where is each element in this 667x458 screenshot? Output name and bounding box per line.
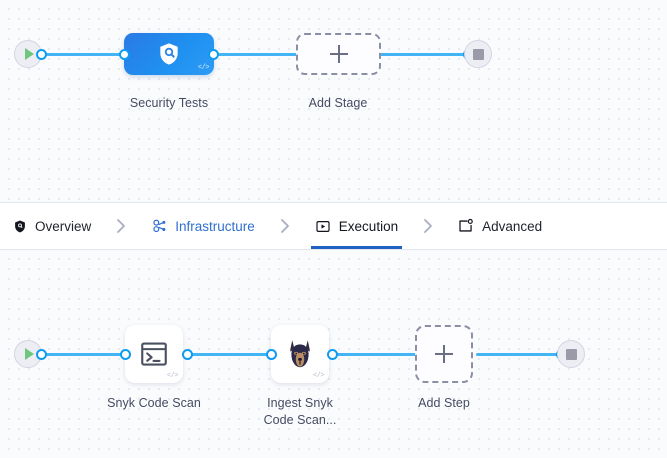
stage-pipeline-canvas[interactable]: </> Security Tests Add Stage: [0, 0, 667, 202]
code-badge: </>: [312, 372, 325, 380]
step-pipeline-canvas[interactable]: </> Snyk Code Scan </> Ingest Snyk Code …: [0, 250, 667, 458]
tab-execution-label: Execution: [338, 218, 399, 234]
step-end-node[interactable]: [557, 340, 585, 368]
add-stage-label: Add Stage: [308, 96, 368, 110]
stop-icon: [565, 348, 577, 360]
add-step-button[interactable]: [415, 325, 473, 383]
step-node-snyk-code-scan[interactable]: </>: [125, 325, 183, 383]
stage-node-security-tests-label: Security Tests: [129, 96, 209, 110]
port-step-start-out[interactable]: [36, 349, 47, 360]
port-start-out[interactable]: [36, 49, 47, 60]
tab-execution[interactable]: Execution: [310, 203, 403, 249]
card-gear-icon: [458, 218, 474, 234]
wire-start-to-snyk-code-scan: [40, 353, 126, 356]
tab-infrastructure[interactable]: Infrastructure: [147, 203, 259, 249]
port-snyk-code-scan-out[interactable]: [182, 349, 193, 360]
wire-snyk-code-scan-to-ingest: [187, 353, 272, 356]
wire-ingest-to-add-step: [332, 353, 417, 356]
port-ingest-in[interactable]: [266, 349, 277, 360]
code-badge: </>: [166, 372, 179, 380]
chevron-right-icon: [259, 203, 311, 249]
tab-overview[interactable]: Overview: [9, 203, 95, 249]
cluster-nodes-icon: [151, 218, 167, 234]
code-badge: </>: [197, 64, 210, 72]
port-ingest-out[interactable]: [327, 349, 338, 360]
port-snyk-code-scan-in[interactable]: [120, 349, 131, 360]
shield-icon: [13, 219, 27, 234]
port-security-tests-in[interactable]: [119, 49, 130, 60]
shield-search-icon: [160, 43, 178, 65]
play-box-icon: [315, 219, 331, 234]
tab-overview-label: Overview: [35, 218, 92, 234]
plus-icon: [434, 344, 454, 364]
pipeline-end-node[interactable]: [464, 40, 492, 68]
snyk-dog-icon: [289, 340, 311, 368]
chevron-right-icon: [402, 203, 454, 249]
add-stage-button[interactable]: [296, 33, 381, 75]
tab-infrastructure-label: Infrastructure: [175, 218, 255, 234]
add-step-label: Add Step: [418, 396, 470, 410]
pipeline-section-tabs[interactable]: Overview Infrastructure Execution: [0, 202, 667, 250]
wire-security-tests-to-add-stage: [213, 53, 303, 56]
stop-icon: [472, 48, 484, 60]
step-node-snyk-code-scan-label: Snyk Code Scan: [107, 396, 201, 410]
step-node-ingest-snyk-code-scan-label: Ingest Snyk Code Scan...: [263, 396, 337, 427]
chevron-right-icon: [95, 203, 147, 249]
wire-start-to-security-tests: [40, 53, 126, 56]
port-security-tests-out[interactable]: [208, 49, 219, 60]
wire-add-stage-to-end: [378, 53, 468, 56]
wire-add-step-to-end: [476, 353, 561, 356]
stage-node-security-tests[interactable]: </>: [124, 33, 214, 75]
play-icon: [25, 348, 34, 360]
step-node-ingest-snyk-code-scan[interactable]: </>: [271, 325, 329, 383]
plus-icon: [329, 44, 349, 64]
tab-advanced-label: Advanced: [482, 218, 543, 234]
tab-advanced[interactable]: Advanced: [454, 203, 546, 249]
terminal-icon: [141, 342, 167, 366]
play-icon: [25, 48, 34, 60]
